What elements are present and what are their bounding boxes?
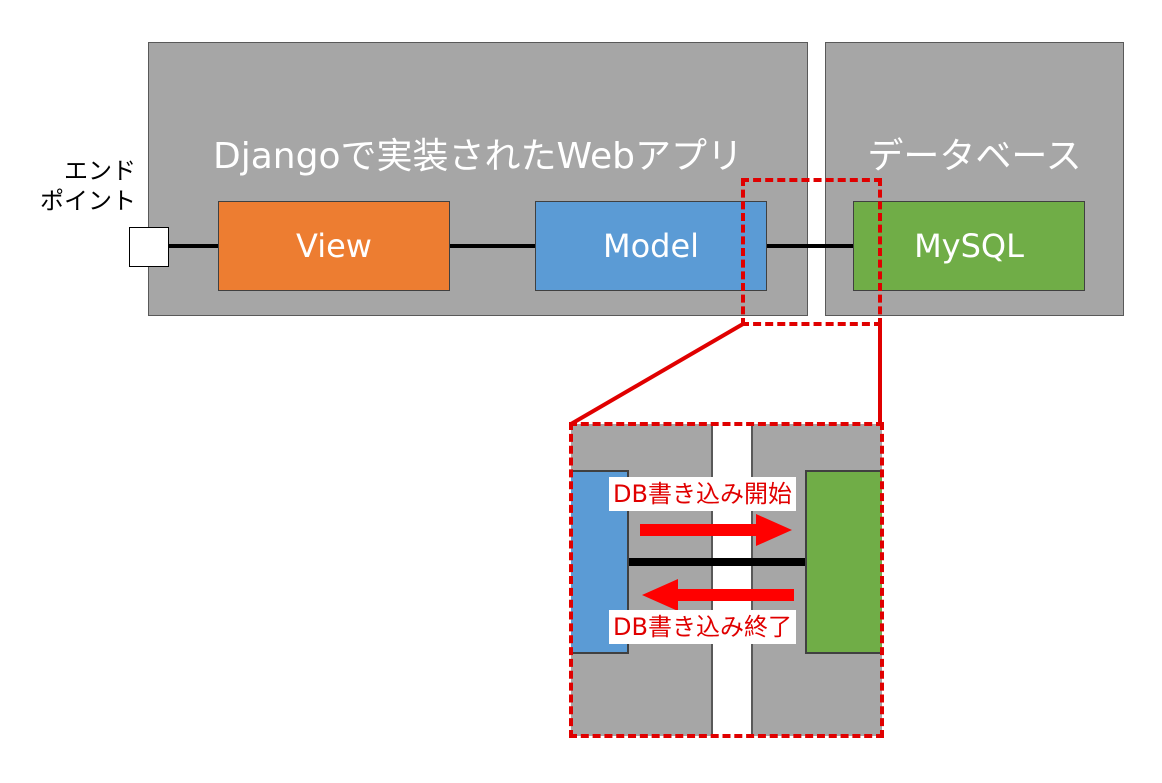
write-end-label: DB書き込み終了 — [609, 610, 796, 644]
view-model-connector — [450, 244, 536, 248]
write-end-arrow — [642, 579, 794, 611]
endpoint-view-connector — [168, 244, 218, 248]
mysql-component-label: MySQL — [914, 227, 1024, 265]
webapp-panel-title: Djangoで実装されたWebアプリ — [213, 136, 743, 177]
endpoint-label-line2: ポイント — [40, 187, 136, 215]
write-start-label: DB書き込み開始 — [609, 477, 796, 511]
model-component-label: Model — [602, 227, 700, 265]
zoom-highlight-box — [569, 422, 884, 738]
write-start-arrow — [640, 514, 792, 546]
model-mysql-connector — [767, 244, 853, 248]
model-component: Model — [535, 201, 767, 291]
database-panel-title: データベース — [867, 136, 1082, 177]
view-component-label: View — [296, 227, 372, 265]
mysql-component: MySQL — [853, 201, 1085, 291]
zoom-connector — [629, 558, 805, 566]
zoom-callout-line-left — [569, 322, 745, 426]
zoom-mysql-block — [805, 470, 882, 654]
view-component: View — [218, 201, 450, 291]
endpoint-label-line1: エンド — [64, 157, 136, 185]
endpoint-port — [129, 227, 169, 267]
endpoint-label: エンド ポイント — [20, 156, 136, 216]
focus-highlight-box — [741, 178, 882, 326]
